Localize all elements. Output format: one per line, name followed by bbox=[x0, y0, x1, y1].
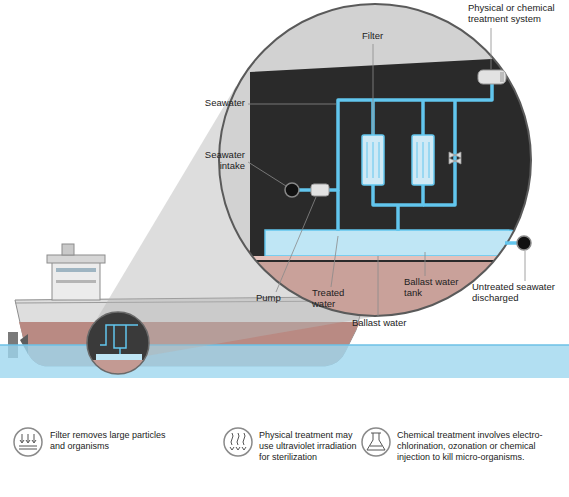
pipework bbox=[396, 205, 400, 231]
filter-icon bbox=[14, 428, 42, 456]
part-label: Pump bbox=[256, 293, 296, 304]
sea bbox=[0, 344, 569, 346]
part-label: Physical or chemical treatment system bbox=[468, 3, 568, 25]
ship-superstructure bbox=[56, 268, 96, 272]
leader-lines bbox=[331, 236, 338, 287]
leader-lines bbox=[248, 28, 525, 316]
treatment-unit bbox=[478, 70, 506, 84]
valve-symbol bbox=[449, 152, 461, 164]
pipework bbox=[292, 84, 520, 243]
magnifier-small bbox=[96, 354, 142, 360]
discharge-opening bbox=[517, 236, 531, 250]
filter-icon bbox=[14, 428, 42, 456]
ship-superstructure bbox=[62, 244, 74, 255]
legend-text: Physical treatment may use ultraviolet i… bbox=[259, 430, 364, 462]
leader-lines bbox=[248, 104, 336, 105]
legend-text: Filter removes large particles and organ… bbox=[50, 430, 170, 452]
uv-icon bbox=[224, 428, 252, 456]
leader-lines bbox=[248, 162, 286, 186]
discharge-opening bbox=[517, 236, 531, 250]
filter-unit bbox=[367, 142, 429, 178]
treatment-unit bbox=[500, 72, 504, 82]
magnifier-small bbox=[86, 312, 150, 380]
pipework bbox=[336, 190, 340, 231]
ship-superstructure bbox=[47, 255, 105, 263]
magnifier-small bbox=[86, 360, 150, 380]
pump-unit bbox=[311, 184, 329, 196]
magnified-view bbox=[219, 4, 531, 316]
leader-lines bbox=[491, 28, 492, 69]
part-label: Seawater intake bbox=[195, 150, 245, 172]
ship-superstructure bbox=[56, 280, 96, 283]
magnifier-small bbox=[100, 325, 138, 354]
treatment-unit bbox=[478, 70, 506, 84]
part-label: Filter bbox=[362, 31, 402, 42]
legend-text: Chemical treatment involves electro-chlo… bbox=[397, 430, 565, 462]
uv-icon bbox=[224, 428, 252, 456]
leader-lines bbox=[378, 256, 379, 316]
pump-unit bbox=[311, 184, 329, 196]
pipework bbox=[373, 185, 423, 205]
intake-opening bbox=[285, 183, 299, 197]
sea bbox=[0, 345, 569, 378]
intake-opening bbox=[285, 183, 299, 197]
part-label: Ballast water tank bbox=[404, 277, 464, 299]
pipework bbox=[421, 100, 425, 135]
magnified-view bbox=[250, 58, 530, 262]
valve-symbol bbox=[449, 152, 461, 164]
magnifier-small bbox=[86, 325, 150, 380]
part-label: Untreated seawater discharged bbox=[472, 282, 567, 304]
ship-superstructure bbox=[52, 262, 100, 300]
chemical-icon bbox=[362, 428, 390, 456]
leader-lines bbox=[276, 197, 316, 292]
uv-icon bbox=[230, 433, 246, 450]
part-label: Ballast water bbox=[352, 318, 422, 329]
leader-lines bbox=[425, 252, 426, 276]
ship-superstructure bbox=[47, 244, 105, 300]
sea bbox=[0, 345, 569, 378]
magnified-view bbox=[265, 230, 520, 256]
magnifier-small bbox=[87, 312, 149, 374]
leader-lines bbox=[373, 44, 374, 134]
chemical-icon bbox=[367, 433, 385, 450]
pipework bbox=[328, 84, 492, 190]
part-label: Seawater bbox=[185, 98, 245, 109]
filter-unit bbox=[362, 135, 434, 185]
leader-lines bbox=[525, 251, 526, 281]
chemical-icon bbox=[362, 428, 390, 456]
part-label: Treated water bbox=[312, 288, 354, 310]
filter-icon bbox=[19, 434, 37, 449]
